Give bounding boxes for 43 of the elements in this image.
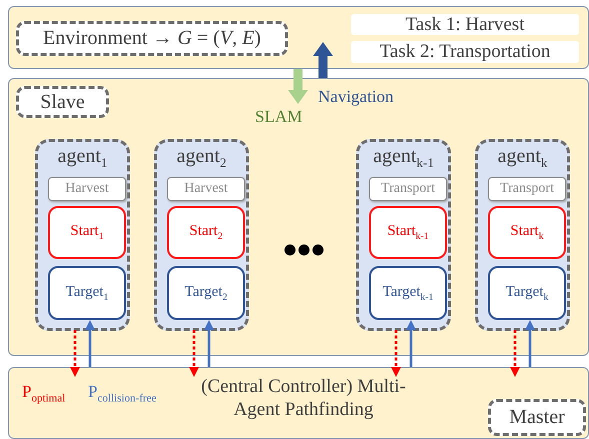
role-box: Transport [369, 177, 447, 201]
target-box: Target$_{2}$ [167, 266, 245, 320]
arrow [288, 69, 308, 104]
task-box: Task 2: Transportation [351, 41, 579, 63]
controller-panel [8, 367, 589, 439]
agent-title: agent$_{2}$ [176, 145, 228, 171]
arrow [70, 330, 80, 377]
edge-label: P$_{optimal}$ [22, 383, 66, 404]
agent-group [356, 139, 451, 331]
arrow [525, 320, 535, 367]
edge-label: P$_{collision-free}$ [88, 383, 156, 404]
start-box: Start$_{k}$ [488, 206, 566, 259]
agent-title: agent$_{1}$ [56, 145, 108, 171]
start-box: Start$_{2}$ [167, 206, 245, 259]
panel-background [8, 78, 589, 356]
edge-label: SLAM [255, 108, 302, 125]
target-box: Target$_{k}$ [488, 266, 566, 320]
role-box: Harvest [167, 177, 245, 201]
label-box: Master [488, 399, 586, 436]
panel-background [8, 6, 589, 69]
panel-title: (Central Controller) Multi-Agent Pathfinding [201, 376, 406, 422]
label-box: Environment → G = (V, E) [16, 21, 288, 56]
agent-group [475, 139, 570, 331]
arrow [313, 42, 333, 78]
arrow [406, 320, 416, 367]
arrow [85, 320, 95, 367]
role-box: Harvest [48, 177, 126, 201]
agent-group [154, 139, 249, 331]
label-box: Slave [16, 86, 109, 118]
agent-title: agent$_{k}$ [496, 145, 548, 171]
arrow [391, 330, 401, 377]
edge-label: Navigation [318, 88, 394, 105]
start-box: Start$_{1}$ [48, 206, 126, 259]
arrow [189, 330, 199, 377]
arrow [204, 320, 214, 367]
target-box: Target$_{1}$ [48, 266, 126, 320]
agent-title: agent$_{k-1}$ [372, 145, 435, 171]
arrow [510, 330, 520, 377]
agent-group [35, 139, 130, 331]
role-box: Transport [488, 177, 566, 201]
start-box: Start$_{k-1}$ [369, 206, 447, 259]
task-box: Task 1: Harvest [351, 14, 579, 35]
target-box: Target$_{k-1}$ [369, 266, 447, 320]
